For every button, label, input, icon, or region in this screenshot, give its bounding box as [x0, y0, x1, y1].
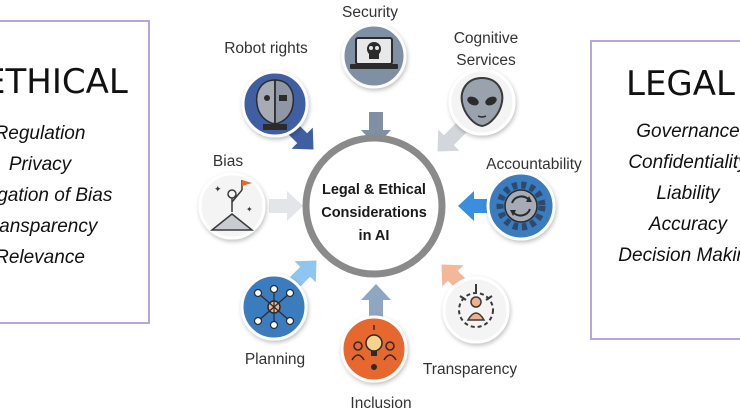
gear-figure-icon [458, 284, 494, 328]
ethical-item: Privacy [8, 154, 72, 175]
node-robot [241, 70, 309, 138]
alien-head-icon [460, 76, 504, 128]
arrow-bias [269, 191, 303, 221]
legal-item: Confidentiality [628, 152, 740, 173]
node-planning [240, 273, 308, 341]
legal-list: Governance Confidentiality Liability Acc… [596, 116, 740, 271]
robot-head-icon [255, 79, 295, 130]
legal-item: Decision Making [618, 245, 740, 266]
node-bias: ✦ ✦ [198, 172, 266, 240]
legal-item: Liability [656, 183, 720, 204]
network-people-icon [253, 284, 295, 330]
climber-flag-icon: ✦ ✦ [209, 180, 255, 231]
center-line: Considerations [321, 205, 427, 221]
ethical-item: Transparency [0, 216, 98, 237]
gear-cycle-icon [496, 181, 546, 231]
arrow-cognitive [437, 122, 467, 152]
label-accountability: Accountability [486, 156, 582, 173]
legal-box: LEGAL Governance Confidentiality Liabili… [590, 40, 740, 340]
skull-laptop-icon [350, 37, 398, 69]
legal-title: LEGAL [626, 64, 735, 104]
label-inclusion: Inclusion [350, 395, 411, 412]
label-security: Security [342, 4, 398, 21]
ethical-box: ETHICAL Regulation Privacy Mitigation of… [0, 20, 150, 324]
ethical-list: Regulation Privacy Mitigation of Bias Tr… [0, 118, 148, 273]
node-security [341, 23, 407, 89]
center-ring [302, 134, 446, 278]
ethical-item: Regulation [0, 123, 86, 144]
people-bulb-icon [351, 325, 397, 370]
svg-text:✦: ✦ [246, 205, 253, 214]
node-transparency [442, 276, 510, 344]
node-inclusion [340, 315, 408, 383]
arrow-inclusion [361, 284, 391, 318]
label-transparency: Transparency [423, 361, 517, 378]
center-line: Legal & Ethical [322, 182, 426, 198]
label-robot: Robot rights [224, 40, 308, 57]
ethical-item: Relevance [0, 247, 85, 268]
center-line: in AI [359, 228, 390, 244]
label-bias: Bias [213, 153, 243, 170]
ethical-item: Mitigation of Bias [0, 185, 113, 206]
legal-item: Governance [636, 121, 740, 142]
node-accountability [486, 171, 556, 241]
legal-item: Accuracy [648, 214, 728, 235]
label-planning: Planning [245, 351, 305, 368]
node-cognitive [448, 68, 516, 136]
label-cognitive: Services [456, 52, 516, 69]
label-cognitive: Cognitive [454, 30, 519, 47]
arrow-accountability [458, 191, 492, 221]
ethical-title: ETHICAL [0, 62, 128, 102]
svg-text:✦: ✦ [214, 185, 222, 195]
